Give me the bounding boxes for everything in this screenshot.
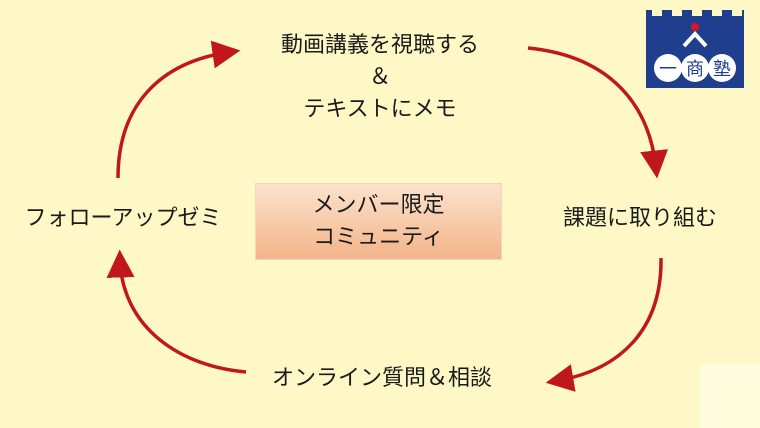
logo-char-1: 一	[659, 59, 677, 80]
arrow-bottom-to-left	[106, 249, 247, 374]
step-watch-lectures: 動画講義を視聴する ＆ テキストにメモ	[200, 30, 560, 126]
step-work-assignments: 課題に取り組む	[562, 206, 717, 231]
logo-char-2: 商	[686, 59, 704, 80]
arrow-left-to-top	[116, 40, 241, 179]
arrow-top-to-right	[527, 46, 668, 179]
step-watch-lectures-line3: テキストにメモ	[303, 97, 457, 122]
step-watch-lectures-line2: ＆	[368, 65, 391, 90]
corner-patch	[700, 364, 760, 428]
members-community-box: メンバー限定 コミュニティ	[255, 183, 502, 260]
step-watch-lectures-line1: 動画講義を視聴する	[280, 33, 479, 58]
arrow-right-to-bottom	[545, 257, 663, 392]
logo-char-3: 塾	[713, 58, 731, 80]
center-line2: コミュニティ	[313, 224, 444, 250]
ichishojuku-logo-icon: 一 商 塾	[646, 10, 744, 88]
step-followup-seminar: フォローアップゼミ	[24, 206, 222, 231]
center-line1: メンバー限定	[312, 192, 445, 218]
step-online-questions: オンライン質問＆相談	[271, 366, 492, 391]
